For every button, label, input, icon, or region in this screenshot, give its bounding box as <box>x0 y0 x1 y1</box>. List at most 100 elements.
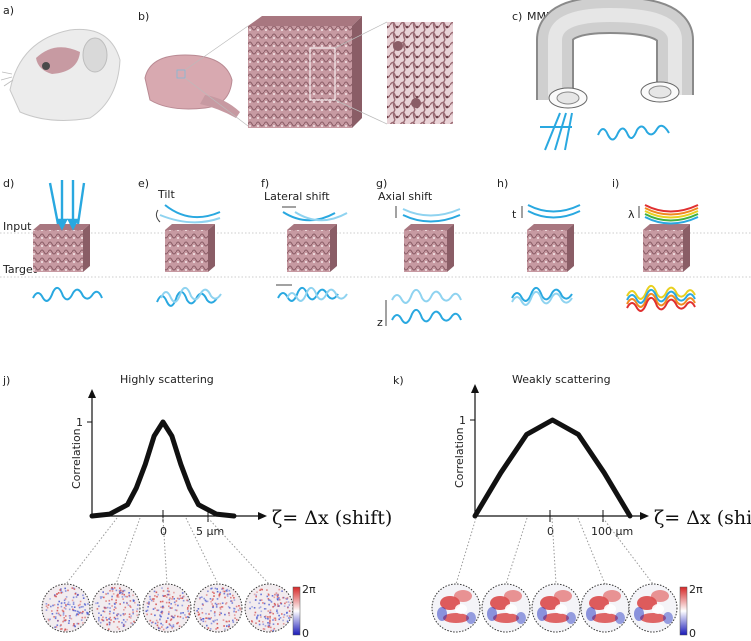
phase-speckle <box>137 604 139 606</box>
phase-blue-edge <box>566 612 576 624</box>
phase-speckle <box>232 621 235 623</box>
x-tick-label: 0 <box>160 525 167 538</box>
phase-map-disk <box>193 583 243 633</box>
phase-speckle <box>201 612 204 614</box>
phase-speckle <box>154 614 156 617</box>
phase-speckle <box>178 625 181 628</box>
phase-speckle <box>162 606 165 609</box>
phase-map-1 <box>481 583 531 633</box>
phase-speckle <box>182 617 184 620</box>
phase-speckle <box>103 596 105 599</box>
x-tick-label: 5 µm <box>196 525 224 538</box>
phase-speckle <box>210 610 212 612</box>
phase-speckle <box>147 603 150 605</box>
phase-speckle <box>264 625 267 627</box>
phase-speckle <box>265 608 267 610</box>
x-tick-label: 0 <box>547 525 554 538</box>
phase-speckle <box>126 618 128 621</box>
phase-speckle <box>47 604 50 606</box>
phase-speckle <box>154 622 157 625</box>
phase-speckle <box>72 624 75 627</box>
phase-speckle <box>132 612 134 615</box>
phase-speckle <box>45 609 48 611</box>
phase-speckle <box>267 624 270 627</box>
phase-speckle <box>225 602 228 604</box>
phase-speckle <box>262 602 264 604</box>
speckle-output-mmf <box>597 124 670 141</box>
phase-speckle <box>200 619 203 621</box>
phase-speckle <box>78 612 81 614</box>
phase-speckle <box>151 621 153 624</box>
phase-speckle <box>262 628 265 630</box>
phase-white-area <box>604 604 616 614</box>
panel-label-j: j) <box>2 374 10 387</box>
phase-speckle <box>228 607 231 609</box>
phase-speckle <box>123 601 125 604</box>
phase-speckle <box>176 597 179 600</box>
phase-speckle <box>281 590 283 592</box>
phase-speckle <box>169 619 172 622</box>
phase-speckle <box>157 609 160 612</box>
phase-speckle <box>123 593 125 596</box>
phase-speckle <box>253 593 256 596</box>
phase-speckle <box>217 603 220 605</box>
phase-speckle <box>129 617 132 619</box>
phase-speckle <box>282 616 285 618</box>
phase-speckle <box>214 614 216 617</box>
phase-speckle <box>45 603 48 605</box>
phase-speckle <box>204 620 207 623</box>
phase-speckle <box>167 593 170 596</box>
phase-speckle <box>198 613 201 615</box>
phase-speckle <box>279 617 282 619</box>
phase-speckle <box>187 616 189 618</box>
phase-speckle <box>253 607 256 609</box>
phase-speckle <box>77 613 80 616</box>
phase-speckle <box>173 598 175 600</box>
phase-speckle <box>212 620 214 622</box>
phase-speckle <box>156 595 158 598</box>
phase-speckle <box>288 617 290 619</box>
x-tick-label: 100 µm <box>591 525 633 538</box>
multimode-fiber <box>536 0 694 109</box>
phase-speckle <box>57 603 59 606</box>
phase-speckle <box>129 605 131 607</box>
phase-speckle <box>218 613 221 616</box>
phase-speckle <box>258 623 261 626</box>
y-axis-label: Correlation <box>70 428 83 489</box>
phase-speckle <box>116 613 119 615</box>
phase-speckle <box>62 612 65 614</box>
phase-red-lobe <box>454 590 472 602</box>
phase-speckle <box>112 593 115 595</box>
phase-speckle <box>146 602 149 604</box>
phase-speckle <box>167 587 169 590</box>
phase-speckle <box>269 599 272 602</box>
phase-red-lobe <box>490 596 510 610</box>
phase-speckle <box>266 589 268 591</box>
phase-white-area <box>455 604 467 614</box>
phase-speckle <box>78 606 81 609</box>
phase-speckle <box>268 625 271 627</box>
tilt-wavefront-2 <box>159 214 221 224</box>
phase-speckle <box>108 603 111 605</box>
phase-speckle <box>52 604 54 607</box>
phase-speckle <box>98 619 100 622</box>
x-axis-arrow-icon <box>258 512 267 520</box>
phase-speckle <box>74 593 77 595</box>
panel-label-e: e) <box>138 177 149 190</box>
phase-speckle <box>233 614 236 616</box>
guide-line <box>455 517 477 585</box>
phase-speckle <box>133 599 135 602</box>
phase-speckle <box>59 625 62 627</box>
phase-speckle <box>182 599 185 602</box>
phase-speckle <box>239 608 242 611</box>
phase-speckle <box>276 609 278 611</box>
phase-speckle <box>153 598 155 600</box>
phase-speckle <box>113 616 116 619</box>
phase-speckle <box>256 616 258 619</box>
phase-speckle <box>82 605 84 608</box>
phase-speckle <box>268 622 271 625</box>
phase-speckle <box>281 613 283 615</box>
phase-speckle <box>122 619 125 621</box>
x-axis-label: ζ= Δx (shift) <box>654 507 751 529</box>
phase-red-lobe <box>493 613 519 623</box>
